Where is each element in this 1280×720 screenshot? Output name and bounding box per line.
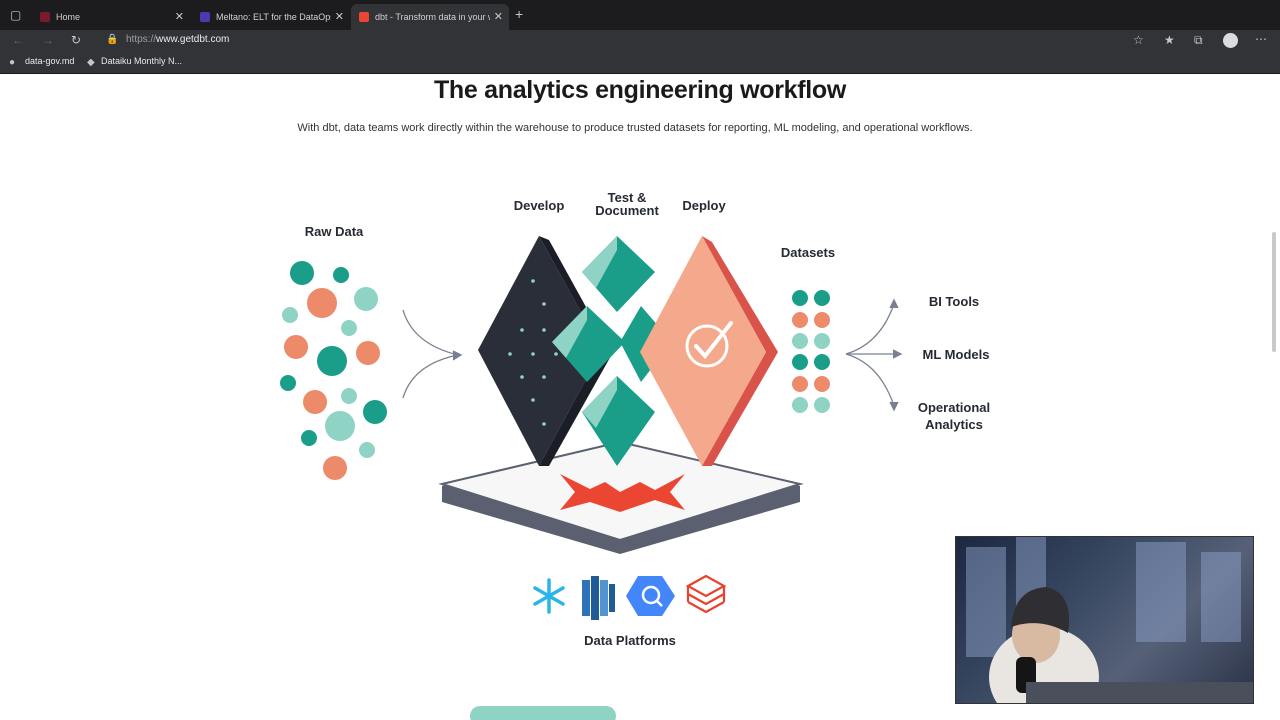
home-fav-icon (40, 12, 50, 22)
dataiku-icon: ◆ (87, 57, 95, 68)
arrow-out-bi (845, 303, 895, 355)
cta-button (470, 706, 616, 720)
datasets-label: Datasets (780, 245, 836, 260)
operational-label: Operational (917, 400, 991, 415)
arrow-out-ops (845, 353, 895, 407)
bubble (284, 335, 308, 359)
document-label: Document (595, 203, 659, 218)
nav-toolbar: ← → ↻ 🔒 https://www.getdbt.com ☆ ★ ⧉ ⋯ (0, 30, 1280, 50)
dbt-logo-icon (560, 474, 685, 512)
tab-label: dbt - Transform data in your warehouse (375, 12, 490, 22)
arrow-in-bottom (402, 354, 459, 399)
bubble (333, 267, 349, 283)
webcam-overlay (955, 536, 1254, 704)
page-content: The analytics engineering workflow With … (0, 74, 1280, 720)
analytics-label: Analytics (925, 417, 983, 432)
databricks-icon (685, 574, 727, 614)
close-icon[interactable]: ✕ (493, 11, 503, 23)
add-favorite-icon[interactable]: ☆ (1133, 33, 1144, 47)
checkmark-icon (685, 324, 729, 368)
bubble (290, 261, 314, 285)
arrow-head (452, 350, 463, 361)
bubble (356, 341, 380, 365)
ml-models-label: ML Models (922, 347, 990, 362)
page-title: The analytics engineering workflow (433, 76, 847, 104)
snowflake-icon (533, 578, 565, 614)
forward-icon[interactable]: → (42, 33, 54, 47)
bubble (341, 320, 357, 336)
page-subtitle: With dbt, data teams work directly withi… (297, 122, 973, 134)
test-label: Test & (607, 190, 647, 205)
tab-meltano[interactable]: Meltano: ELT for the DataOps era ✕ (192, 4, 350, 30)
tab-label: Home (56, 12, 81, 22)
bubble (307, 288, 337, 318)
address-bar[interactable]: https://www.getdbt.com (126, 30, 1176, 50)
more-icon[interactable]: ⋯ (1255, 32, 1267, 46)
meltano-fav-icon (200, 12, 210, 22)
tab-actions-icon[interactable]: ▢ (10, 8, 22, 22)
collections-icon[interactable]: ⧉ (1194, 33, 1203, 47)
raw-data-label: Raw Data (304, 224, 364, 239)
platform-logos (533, 574, 727, 620)
develop-dots (508, 279, 558, 426)
bookmark-item[interactable]: data-gov.md (25, 56, 75, 66)
dataset-dots (792, 290, 830, 413)
back-icon[interactable]: ← (12, 33, 24, 47)
data-platforms-label: Data Platforms (584, 633, 676, 648)
deploy-diamond (640, 236, 778, 466)
profile-icon[interactable] (1223, 33, 1238, 48)
deploy-label: Deploy (682, 198, 726, 213)
bubble (325, 411, 355, 441)
bubble (354, 287, 378, 311)
bi-tools-label: BI Tools (928, 294, 980, 309)
bubble (280, 375, 296, 391)
tab-bar: ▢ Home ✕ Meltano: ELT for the DataOps er… (0, 0, 1280, 30)
bubble (363, 400, 387, 424)
bubble (303, 390, 327, 414)
url-protocol: https:// (126, 34, 157, 45)
tab-home[interactable]: Home ✕ (32, 4, 190, 30)
dbt-fav-icon (359, 12, 369, 22)
webcam-feed (966, 537, 1253, 703)
platform-base (438, 440, 804, 554)
scrollbar[interactable] (1272, 232, 1276, 352)
bubble (282, 307, 298, 323)
develop-label: Develop (513, 198, 565, 213)
refresh-icon[interactable]: ↻ (71, 33, 82, 47)
tab-label: Meltano: ELT for the DataOps era (216, 12, 331, 22)
workflow-diagram (280, 236, 903, 720)
lock-icon[interactable]: 🔒 (106, 34, 119, 45)
bigquery-icon (626, 576, 675, 616)
raw-data-bubbles (280, 261, 387, 480)
bubble (317, 346, 347, 376)
output-arrows (845, 298, 903, 412)
bookmarks-bar: ● data-gov.md ◆ Dataiku Monthly N... (0, 50, 1280, 74)
bubble (359, 442, 375, 458)
close-icon[interactable]: ✕ (334, 11, 344, 23)
bookmark-item[interactable]: Dataiku Monthly N... (101, 56, 183, 66)
arrow-in-top (402, 309, 459, 356)
new-tab-icon[interactable]: + (515, 6, 524, 22)
browser-chrome: ▢ Home ✕ Meltano: ELT for the DataOps er… (0, 0, 1280, 74)
develop-diamond (478, 236, 612, 466)
bubble (301, 430, 317, 446)
url-host: www.getdbt.com (156, 34, 230, 45)
bubble (323, 456, 347, 480)
redshift-icon (582, 576, 615, 620)
github-icon: ● (9, 57, 16, 68)
monitor (1026, 682, 1253, 703)
favorites-icon[interactable]: ★ (1164, 33, 1175, 47)
input-arrows (402, 309, 463, 399)
beanie (1011, 587, 1070, 633)
bubble (341, 388, 357, 404)
close-icon[interactable]: ✕ (174, 11, 184, 23)
tab-dbt[interactable]: dbt - Transform data in your warehouse ✕ (351, 4, 509, 30)
